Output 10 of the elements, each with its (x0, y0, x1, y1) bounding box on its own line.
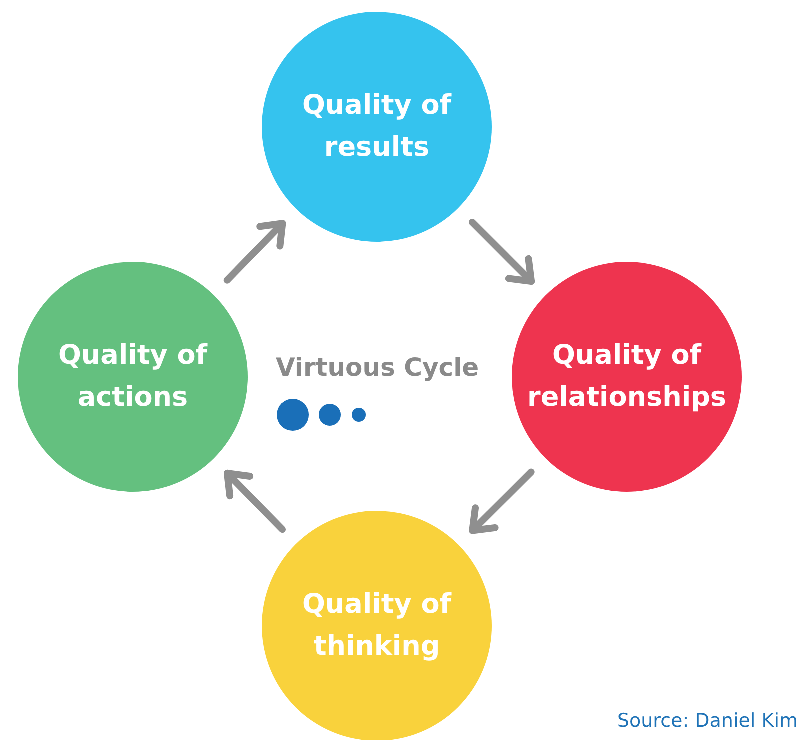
node-label: Quality of actions (57, 339, 209, 415)
source-note: Source: Daniel Kim (617, 710, 798, 732)
center-label: Virtuous Cycle (276, 353, 480, 382)
arrow (224, 470, 286, 534)
arrow (469, 468, 535, 534)
arrow (468, 218, 536, 286)
node-label: Quality of thinking (301, 588, 453, 664)
node-label: Quality of results (301, 89, 453, 165)
arrow (224, 220, 286, 284)
node-label: Quality of relationships (527, 339, 727, 415)
